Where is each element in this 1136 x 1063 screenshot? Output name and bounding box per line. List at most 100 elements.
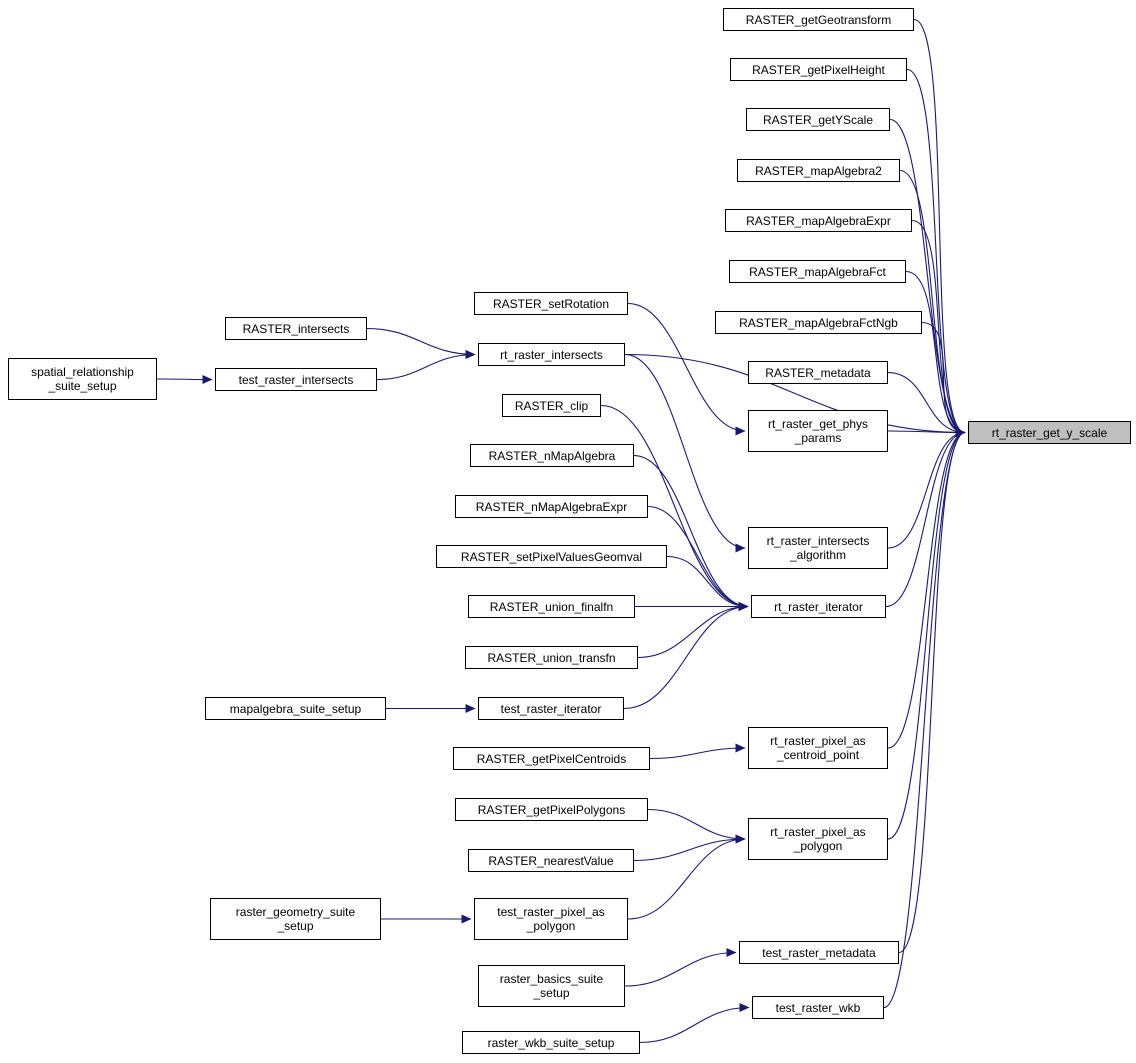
graph-node-RASTER_getPixelCentroids[interactable]: RASTER_getPixelCentroids bbox=[453, 747, 650, 770]
graph-node-label: rt_raster_intersects bbox=[500, 347, 603, 362]
graph-node-rt_raster_intersects[interactable]: rt_raster_intersects bbox=[478, 343, 625, 366]
graph-node-RASTER_nMapAlgebra[interactable]: RASTER_nMapAlgebra bbox=[470, 444, 634, 467]
edge-raster_wkb_suite_setup-to-test_raster_wkb bbox=[639, 1003, 750, 1044]
graph-node-RASTER_getPixelHeight[interactable]: RASTER_getPixelHeight bbox=[730, 58, 907, 81]
edge-RASTER_getGeotransform-to-rt_raster_get_y_scale bbox=[913, 18, 966, 437]
graph-node-RASTER_getPixelPolygons[interactable]: RASTER_getPixelPolygons bbox=[455, 798, 648, 821]
graph-node-label: rt_raster_get_phys bbox=[767, 417, 869, 431]
graph-node-label: RASTER_setPixelValuesGeomval bbox=[460, 549, 643, 564]
graph-node-label: RASTER_getPixelCentroids bbox=[476, 751, 627, 766]
graph-node-RASTER_getYScale[interactable]: RASTER_getYScale bbox=[746, 108, 890, 131]
graph-node-label: test_raster_pixel_as bbox=[497, 905, 605, 919]
graph-node-RASTER_metadata[interactable]: RASTER_metadata bbox=[748, 361, 888, 384]
graph-node-rt_raster_pixel_as_centroid_point[interactable]: rt_raster_pixel_as_centroid_point bbox=[748, 727, 888, 769]
graph-node-label: RASTER_getGeotransform bbox=[745, 12, 892, 27]
graph-node-RASTER_nearestValue[interactable]: RASTER_nearestValue bbox=[468, 849, 634, 872]
graph-node-label: RASTER_intersects bbox=[242, 321, 350, 336]
graph-node-label: _algorithm bbox=[789, 548, 847, 562]
graph-node-rt_raster_get_phys_params[interactable]: rt_raster_get_phys_params bbox=[748, 410, 888, 452]
edge-RASTER_mapAlgebra2-to-rt_raster_get_y_scale bbox=[899, 169, 966, 437]
graph-node-rt_raster_intersects_algorithm[interactable]: rt_raster_intersects_algorithm bbox=[748, 527, 888, 569]
graph-node-label: RASTER_nearestValue bbox=[488, 853, 614, 868]
graph-node-label: raster_geometry_suite bbox=[235, 905, 356, 919]
graph-node-test_raster_pixel_as_polygon[interactable]: test_raster_pixel_as_polygon bbox=[474, 898, 628, 940]
graph-node-label: _params bbox=[794, 431, 842, 445]
graph-node-rt_raster_pixel_as_polygon[interactable]: rt_raster_pixel_as_polygon bbox=[748, 818, 888, 860]
edge-rt_raster_intersects-to-rt_raster_intersects_algorithm bbox=[624, 353, 746, 553]
graph-node-label: spatial_relationship bbox=[31, 365, 134, 379]
graph-node-label: _setup bbox=[533, 986, 570, 1000]
graph-node-label: rt_raster_intersects bbox=[766, 534, 870, 548]
graph-node-label: _centroid_point bbox=[776, 748, 860, 762]
graph-node-raster_basics_suite_setup[interactable]: raster_basics_suite_setup bbox=[478, 965, 625, 1007]
edge-RASTER_getPixelCentroids-to-rt_raster_pixel_as_centroid_point bbox=[649, 743, 746, 760]
graph-node-test_raster_iterator[interactable]: test_raster_iterator bbox=[478, 697, 624, 720]
graph-node-label: rt_raster_pixel_as bbox=[770, 734, 866, 748]
edge-raster_basics_suite_setup-to-test_raster_metadata bbox=[624, 948, 737, 987]
graph-node-raster_geometry_suite_setup[interactable]: raster_geometry_suite_setup bbox=[210, 898, 381, 940]
graph-node-RASTER_mapAlgebraFct[interactable]: RASTER_mapAlgebraFct bbox=[729, 260, 906, 283]
edge-rt_raster_pixel_as_centroid_point-to-rt_raster_get_y_scale bbox=[887, 428, 966, 749]
graph-node-label: RASTER_setRotation bbox=[492, 296, 610, 311]
edge-rt_raster_get_phys_params-to-rt_raster_get_y_scale bbox=[887, 427, 966, 437]
graph-node-label: RASTER_mapAlgebraExpr bbox=[746, 213, 891, 228]
graph-node-test_raster_wkb[interactable]: test_raster_wkb bbox=[752, 996, 884, 1019]
graph-node-label: RASTER_mapAlgebraFctNgb bbox=[739, 315, 898, 330]
graph-node-RASTER_intersects[interactable]: RASTER_intersects bbox=[225, 317, 367, 340]
graph-node-RASTER_union_finalfn[interactable]: RASTER_union_finalfn bbox=[468, 595, 635, 618]
graph-node-label: test_raster_metadata bbox=[762, 945, 876, 960]
edge-rt_raster_pixel_as_polygon-to-rt_raster_get_y_scale bbox=[887, 428, 966, 840]
graph-node-RASTER_union_transfn[interactable]: RASTER_union_transfn bbox=[465, 646, 638, 669]
graph-node-RASTER_setPixelValuesGeomval[interactable]: RASTER_setPixelValuesGeomval bbox=[436, 545, 667, 568]
edge-test_raster_pixel_as_polygon-to-rt_raster_pixel_as_polygon bbox=[627, 834, 746, 920]
graph-node-label: RASTER_getPixelPolygons bbox=[477, 802, 626, 817]
graph-node-label: test_raster_wkb bbox=[775, 1000, 861, 1015]
graph-node-mapalgebra_suite_setup[interactable]: mapalgebra_suite_setup bbox=[205, 697, 386, 720]
edge-rt_raster_intersects-to-rt_raster_get_y_scale bbox=[624, 353, 966, 437]
graph-node-label: _polygon bbox=[526, 919, 576, 933]
edge-RASTER_mapAlgebraFct-to-rt_raster_get_y_scale bbox=[905, 270, 966, 437]
edge-test_raster_intersects-to-rt_raster_intersects bbox=[376, 350, 476, 381]
graph-node-spatial_relationship_suite_setup[interactable]: spatial_relationship_suite_setup bbox=[8, 358, 157, 400]
graph-node-label: test_raster_intersects bbox=[238, 372, 354, 387]
edge-rt_raster_iterator-to-rt_raster_get_y_scale bbox=[885, 428, 966, 608]
edge-RASTER_metadata-to-rt_raster_get_y_scale bbox=[887, 371, 966, 437]
edge-test_raster_iterator-to-rt_raster_iterator bbox=[623, 602, 749, 710]
graph-node-label: raster_wkb_suite_setup bbox=[487, 1035, 615, 1050]
graph-node-rt_raster_iterator[interactable]: rt_raster_iterator bbox=[751, 595, 886, 618]
graph-node-label: _suite_setup bbox=[48, 379, 117, 393]
graph-node-label: _polygon bbox=[793, 839, 843, 853]
graph-node-label: RASTER_union_transfn bbox=[487, 650, 616, 665]
graph-node-label: RASTER_mapAlgebra2 bbox=[755, 163, 882, 178]
graph-node-label: RASTER_nMapAlgebra bbox=[488, 448, 616, 463]
graph-node-label: rt_raster_iterator bbox=[774, 599, 863, 614]
graph-node-label: mapalgebra_suite_setup bbox=[229, 701, 362, 716]
edge-RASTER_nearestValue-to-rt_raster_pixel_as_polygon bbox=[633, 834, 746, 862]
graph-node-raster_wkb_suite_setup[interactable]: raster_wkb_suite_setup bbox=[462, 1031, 640, 1054]
graph-node-test_raster_intersects[interactable]: test_raster_intersects bbox=[215, 368, 377, 391]
graph-node-label: RASTER_metadata bbox=[765, 365, 871, 380]
edge-RASTER_getYScale-to-rt_raster_get_y_scale bbox=[889, 118, 966, 437]
graph-node-label: RASTER_union_finalfn bbox=[489, 599, 614, 614]
graph-node-label: RASTER_getPixelHeight bbox=[752, 62, 885, 77]
edge-spatial_relationship_suite_setup-to-test_raster_intersects bbox=[156, 374, 213, 384]
edge-RASTER_intersects-to-rt_raster_intersects bbox=[366, 327, 476, 359]
graph-node-test_raster_metadata[interactable]: test_raster_metadata bbox=[739, 941, 899, 964]
graph-node-RASTER_mapAlgebraFctNgb[interactable]: RASTER_mapAlgebraFctNgb bbox=[715, 311, 922, 334]
edge-RASTER_setRotation-to-rt_raster_get_phys_params bbox=[627, 302, 746, 436]
graph-node-label: RASTER_nMapAlgebraExpr bbox=[475, 499, 628, 514]
edge-rt_raster_intersects_algorithm-to-rt_raster_get_y_scale bbox=[887, 428, 966, 549]
edge-RASTER_setPixelValuesGeomval-to-rt_raster_iterator bbox=[666, 555, 749, 611]
graph-node-RASTER_clip[interactable]: RASTER_clip bbox=[502, 394, 601, 417]
graph-node-RASTER_getGeotransform[interactable]: RASTER_getGeotransform bbox=[723, 8, 914, 31]
graph-node-RASTER_mapAlgebraExpr[interactable]: RASTER_mapAlgebraExpr bbox=[725, 209, 912, 232]
graph-node-label: RASTER_getYScale bbox=[762, 112, 874, 127]
edge-RASTER_nMapAlgebraExpr-to-rt_raster_iterator bbox=[647, 505, 749, 611]
graph-node-RASTER_setRotation[interactable]: RASTER_setRotation bbox=[474, 292, 628, 315]
graph-node-RASTER_nMapAlgebraExpr[interactable]: RASTER_nMapAlgebraExpr bbox=[455, 495, 648, 518]
edge-RASTER_nMapAlgebra-to-rt_raster_iterator bbox=[633, 454, 749, 611]
graph-node-RASTER_mapAlgebra2[interactable]: RASTER_mapAlgebra2 bbox=[737, 159, 900, 182]
graph-node-label: test_raster_iterator bbox=[500, 701, 602, 716]
